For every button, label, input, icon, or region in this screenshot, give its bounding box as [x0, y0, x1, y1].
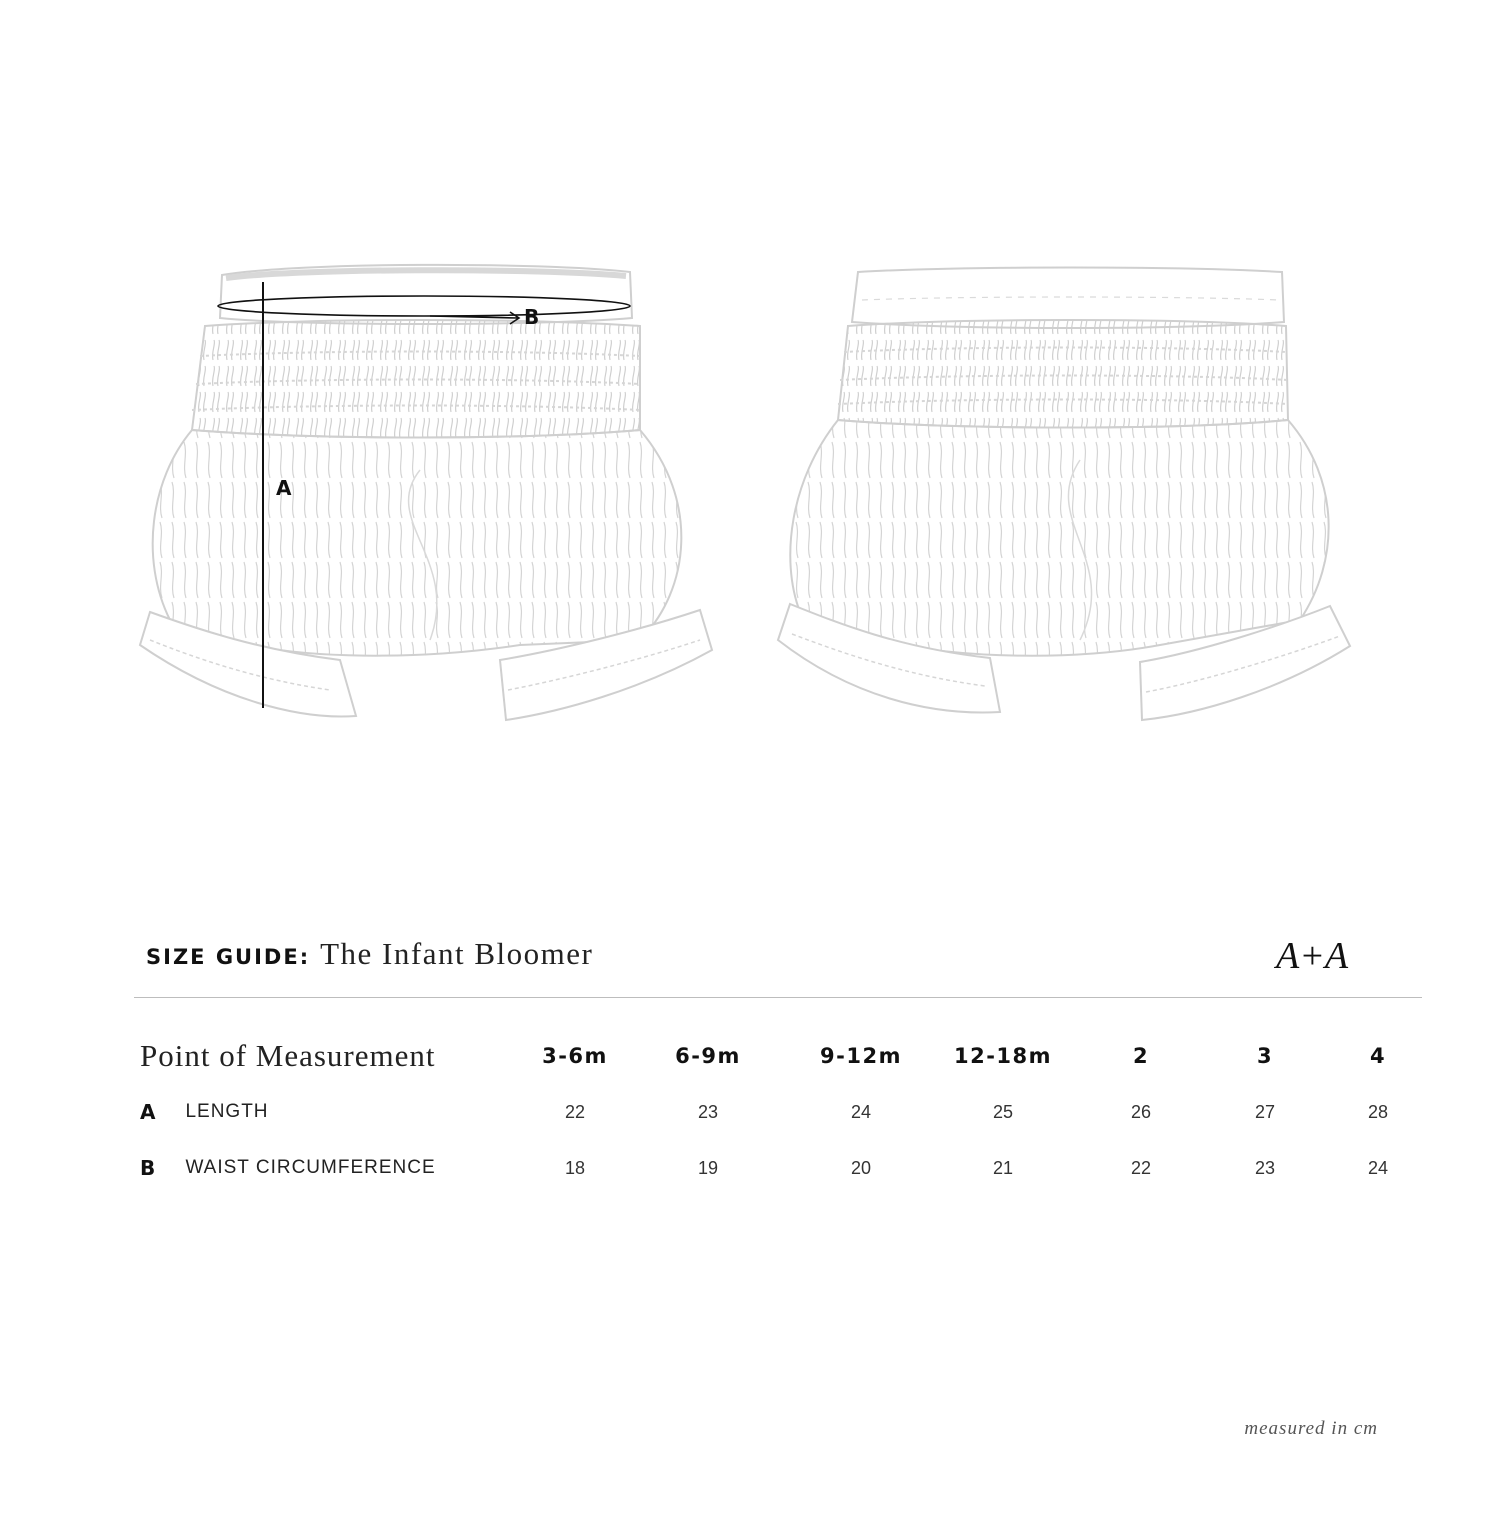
table-cell: 24: [850, 1101, 872, 1122]
table-cell: 18: [564, 1157, 586, 1178]
size-guide-title: SIZE GUIDE: The Infant Bloomer: [146, 936, 593, 986]
garment-illustration: [138, 263, 1352, 722]
table-header-row: Point of Measurement 3-6m 6-9m 9-12m 12-…: [130, 1028, 1448, 1084]
table-cell: 23: [697, 1101, 719, 1122]
front-view: [138, 263, 714, 722]
size-header: 2: [1132, 1044, 1150, 1068]
table-cell: 19: [697, 1157, 719, 1178]
size-table: Point of Measurement 3-6m 6-9m 9-12m 12-…: [130, 1028, 1448, 1196]
row-name: WAIST CIRCUMFERENCE: [185, 1157, 436, 1178]
row-letter: A: [140, 1100, 156, 1124]
product-name: The Infant Bloomer: [320, 936, 594, 971]
table-row: B WAIST CIRCUMFERENCE 18 19 20 21 22 23 …: [130, 1140, 1448, 1196]
pom-header: Point of Measurement: [140, 1038, 436, 1073]
brand-logo: A+A: [1276, 935, 1349, 977]
size-header: 3: [1256, 1044, 1274, 1068]
row-name: LENGTH: [185, 1101, 269, 1122]
table-cell: 23: [1254, 1157, 1276, 1178]
table-cell: 20: [850, 1157, 872, 1178]
table-cell: 26: [1130, 1101, 1152, 1122]
callout-b: B: [524, 305, 540, 329]
title-prefix: SIZE GUIDE:: [146, 945, 311, 969]
size-header: 12-18m: [953, 1044, 1053, 1068]
table-cell: 22: [1130, 1157, 1152, 1178]
table-cell: 28: [1367, 1101, 1389, 1122]
table-cell: 24: [1367, 1157, 1389, 1178]
table-cell: 22: [564, 1101, 586, 1122]
table-cell: 27: [1254, 1101, 1276, 1122]
table-cell: 21: [992, 1157, 1014, 1178]
callout-a: A: [276, 476, 292, 500]
size-header: 4: [1369, 1044, 1387, 1068]
table-row: A LENGTH 22 23 24 25 26 27 28: [130, 1084, 1448, 1140]
divider: [134, 997, 1422, 998]
table-cell: 25: [992, 1101, 1014, 1122]
size-header: 3-6m: [542, 1044, 608, 1068]
row-letter: B: [140, 1156, 156, 1180]
size-header: 6-9m: [675, 1044, 741, 1068]
size-header: 9-12m: [820, 1044, 902, 1068]
back-view: [776, 266, 1352, 722]
unit-note: measured in cm: [1244, 1418, 1378, 1439]
